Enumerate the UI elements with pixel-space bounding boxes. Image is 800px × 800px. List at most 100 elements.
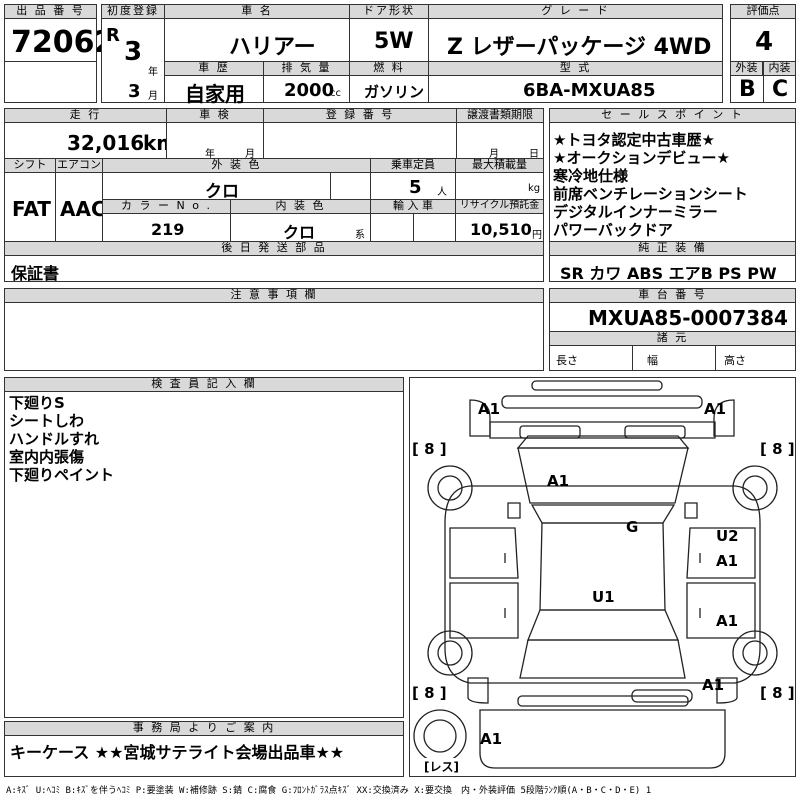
- mileage: 32,016: [67, 131, 145, 155]
- first-reg-label: 初度登録: [101, 4, 165, 19]
- capacity: 5: [409, 177, 422, 198]
- office-cell: キーケース ★★宮城サテライト会場出品車★★: [4, 735, 404, 777]
- ac-cell: AAC: [55, 172, 106, 242]
- damage-mark: A1: [716, 552, 739, 570]
- inspection-cell: 年 月: [166, 122, 264, 160]
- equipment-label: 純 正 装 備: [549, 241, 796, 256]
- door-cell: 5W: [349, 18, 429, 62]
- car-name: ハリアー: [229, 35, 316, 60]
- chassis-number: MXUA85-0007384: [588, 306, 788, 330]
- import-label: 輸 入 車: [370, 199, 456, 214]
- damage-mark: A1: [547, 472, 570, 490]
- inspection-label: 車 検: [166, 108, 264, 123]
- inspector-list: 下廻りS シートしわ ハンドルすれ 室内内張傷 下廻りペイント: [4, 391, 404, 718]
- int-color-cell: クロ 系: [230, 213, 371, 242]
- damage-mark: A1: [716, 612, 739, 630]
- ac-label: エアコン: [55, 158, 103, 173]
- payload-cell: kg: [455, 172, 544, 200]
- capacity-label: 乗車定員: [370, 158, 456, 173]
- equipment: SR カワ ABS エアB PS PW: [560, 264, 777, 283]
- legend: A:ｷｽﾞ U:ﾍｺﾐ B:ｷｽﾞを伴うﾍｺﾐ P:要塗装 W:補修跡 S:錆 …: [6, 786, 652, 796]
- inspector-item: ハンドルすれ: [9, 430, 100, 448]
- capacity-unit: 人: [437, 187, 447, 198]
- height-label: 高さ: [724, 354, 746, 367]
- inspection-month-unit: 月: [245, 149, 255, 160]
- transfer-month-unit: 月: [489, 149, 499, 160]
- tire-depth: [ 8 ]: [760, 684, 795, 702]
- door-label: ドア形状: [349, 4, 429, 19]
- displacement: 2000: [284, 80, 335, 101]
- sales-point-item: ★トヨタ認定中古車歴★: [553, 131, 715, 149]
- lot-no-blank: [4, 61, 97, 103]
- interior: C: [772, 77, 789, 102]
- int-color-unit: 系: [355, 230, 365, 241]
- score-cell: 4: [730, 18, 796, 62]
- ext-color-blank: [330, 172, 371, 200]
- score-label: 評価点: [730, 4, 796, 19]
- history: 自家用: [185, 82, 245, 106]
- inspector-item: 室内内張傷: [9, 448, 85, 466]
- grade-label: グ レ ー ド: [428, 4, 723, 19]
- displacement-cell: 2000 cc: [263, 75, 350, 103]
- tire-depth: [ 8 ]: [412, 684, 447, 702]
- damage-mark: A1: [702, 676, 725, 694]
- reg-year: 3: [124, 37, 143, 67]
- width-cell: 幅: [632, 345, 716, 371]
- recycle-unit: 円: [532, 230, 542, 241]
- door: 5W: [374, 29, 414, 54]
- payload-unit: kg: [528, 183, 541, 194]
- color-no: 219: [151, 220, 185, 239]
- sales-point-item: 前席ベンチレーションシート: [553, 185, 748, 203]
- reg-year-unit: 年: [148, 67, 158, 78]
- car-name-cell: ハリアー: [164, 18, 350, 62]
- recycle-label: リサイクル預託金: [455, 199, 544, 214]
- ac: AAC: [60, 197, 106, 221]
- interior-label: 内装: [763, 61, 796, 76]
- capacity-cell: 5 人: [370, 172, 456, 200]
- fuel-label: 燃 料: [349, 61, 429, 76]
- tire-depth: [ 8 ]: [760, 440, 795, 458]
- length-cell: 長さ: [549, 345, 633, 371]
- spare-tire-status: [レス]: [424, 758, 459, 775]
- exterior-label: 外装: [730, 61, 763, 76]
- lot-no-label: 出 品 番 号: [4, 4, 97, 19]
- color-no-cell: 219: [102, 213, 231, 242]
- shift-cell: FAT: [4, 172, 56, 242]
- lot-no-cell: 72062: [4, 18, 115, 62]
- car-name-label: 車 名: [164, 4, 350, 19]
- displacement-label: 排 気 量: [263, 61, 350, 76]
- inspector-label: 検 査 員 記 入 欄: [4, 377, 404, 392]
- notes-label: 注 意 事 項 欄: [4, 288, 544, 303]
- shift-label: シフト: [4, 158, 56, 173]
- notes-cell: [4, 302, 544, 371]
- chassis-cell: MXUA85-0007384: [549, 302, 796, 332]
- equipment-cell: SR カワ ABS エアB PS PW: [549, 255, 796, 283]
- recycle: 10,510: [470, 220, 532, 239]
- sales-point-item: パワーバックドア: [553, 221, 673, 239]
- sales-point-item: デジタルインナーミラー: [553, 203, 718, 221]
- damage-mark: U1: [592, 588, 615, 606]
- fuel-cell: ガソリン: [349, 75, 429, 103]
- transfer-day-unit: 日: [529, 149, 539, 160]
- history-cell: 自家用: [164, 75, 264, 106]
- era: R: [106, 25, 120, 46]
- shift: FAT: [12, 197, 51, 221]
- lot-no: 72062: [11, 25, 116, 60]
- later-parts-label: 後 日 発 送 部 品: [4, 241, 544, 256]
- damage-mark: A1: [704, 400, 727, 418]
- damage-diagram: A1 A1 A1 G U2 A1 U1 A1 A1 A1 [ 8 ] [ 8 ]…: [409, 377, 796, 777]
- height-cell: 高さ: [715, 345, 796, 371]
- recycle-cell: 10,510 円: [455, 213, 544, 242]
- model-label: 型 式: [428, 61, 723, 76]
- exterior: B: [739, 77, 756, 102]
- reg-month: 3: [128, 81, 141, 102]
- later-parts: 保証書: [11, 264, 60, 283]
- ext-color-cell: クロ: [102, 172, 331, 202]
- import-cell-b: [413, 213, 456, 242]
- sales-points-label: セ ー ル ス ポ イ ン ト: [549, 108, 796, 123]
- damage-mark: A1: [480, 730, 503, 748]
- width-label: 幅: [647, 354, 658, 367]
- office-message: キーケース ★★宮城サテライト会場出品車★★: [10, 743, 345, 762]
- mileage-label: 走 行: [4, 108, 167, 123]
- model: 6BA-MXUA85: [523, 80, 656, 101]
